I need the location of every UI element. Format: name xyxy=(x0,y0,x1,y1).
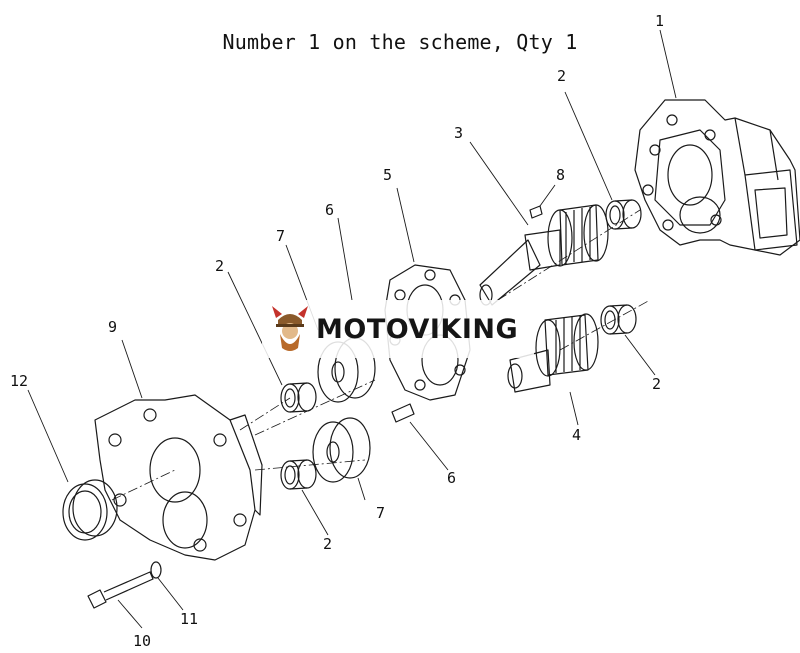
callout-2d: 2 xyxy=(323,535,333,553)
part-2-bearing-c xyxy=(280,382,317,413)
callout-2b: 2 xyxy=(215,257,225,275)
callout-9: 9 xyxy=(108,318,118,336)
part-8-key xyxy=(529,205,543,219)
callout-2c: 2 xyxy=(652,375,662,393)
part-9-cover xyxy=(94,394,263,561)
part-2-bearing-d xyxy=(280,459,317,490)
part-3-drive-gear xyxy=(479,204,609,306)
callout-12: 12 xyxy=(10,372,29,390)
part-1-housing xyxy=(634,99,800,256)
callout-7b: 7 xyxy=(376,504,386,522)
callout-5: 5 xyxy=(383,166,393,184)
part-2-bearing-a xyxy=(605,199,642,230)
callout-10: 10 xyxy=(133,632,152,650)
callout-1: 1 xyxy=(655,12,665,30)
part-2-bearing-b xyxy=(600,304,637,335)
watermark: MOTOVIKING xyxy=(262,300,534,358)
callout-11: 11 xyxy=(180,610,199,628)
leader-lines xyxy=(27,29,677,629)
part-6-pin xyxy=(391,403,415,423)
viking-icon xyxy=(272,306,308,351)
part-7-gear xyxy=(312,417,371,483)
part-12-seal xyxy=(62,479,118,541)
diagram-title: Number 1 on the scheme, Qty 1 xyxy=(222,30,578,54)
callout-2: 2 xyxy=(557,67,567,85)
part-10-bolt xyxy=(87,571,154,609)
centre-lines xyxy=(111,209,651,501)
part-11-washer xyxy=(150,561,162,579)
callout-6b: 6 xyxy=(447,469,457,487)
part-4-driven-gear xyxy=(507,313,599,393)
callout-4: 4 xyxy=(572,426,582,444)
callout-6: 6 xyxy=(325,201,335,219)
callout-7: 7 xyxy=(276,227,286,245)
callout-3: 3 xyxy=(454,124,464,142)
callout-8: 8 xyxy=(556,166,566,184)
watermark-text: MOTOVIKING xyxy=(316,313,519,345)
